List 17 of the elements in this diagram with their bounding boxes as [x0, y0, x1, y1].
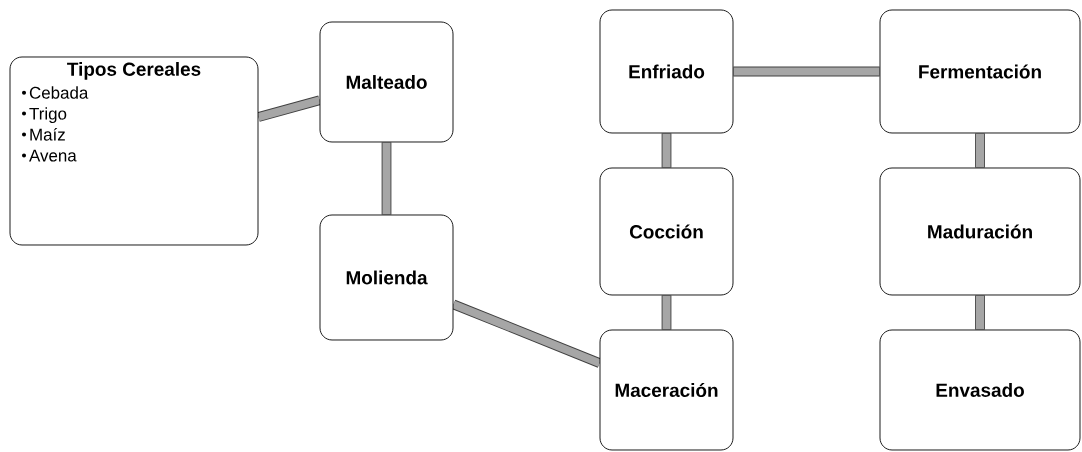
connector-bar: [381, 142, 392, 215]
process-box: Molienda: [319, 214, 454, 341]
connector-bar: [661, 133, 672, 168]
connector-bar: [661, 295, 672, 330]
process-box: Cocción: [599, 167, 734, 296]
connector-bar: [975, 133, 985, 168]
process-box: Fermentación: [879, 9, 1081, 134]
process-box: Tipos Cereales Cebada Trigo Maíz Avena: [9, 56, 259, 246]
connector-bar: [975, 295, 985, 330]
process-box: Envasado: [879, 329, 1081, 451]
process-box: Enfriado: [599, 9, 734, 134]
process-box: Maduración: [879, 167, 1081, 296]
connector-bar: [257, 95, 321, 122]
connector-bar: [451, 299, 602, 368]
process-box: Malteado: [319, 21, 454, 143]
process-box: Maceración: [599, 329, 734, 451]
connector-bar: [733, 66, 880, 77]
